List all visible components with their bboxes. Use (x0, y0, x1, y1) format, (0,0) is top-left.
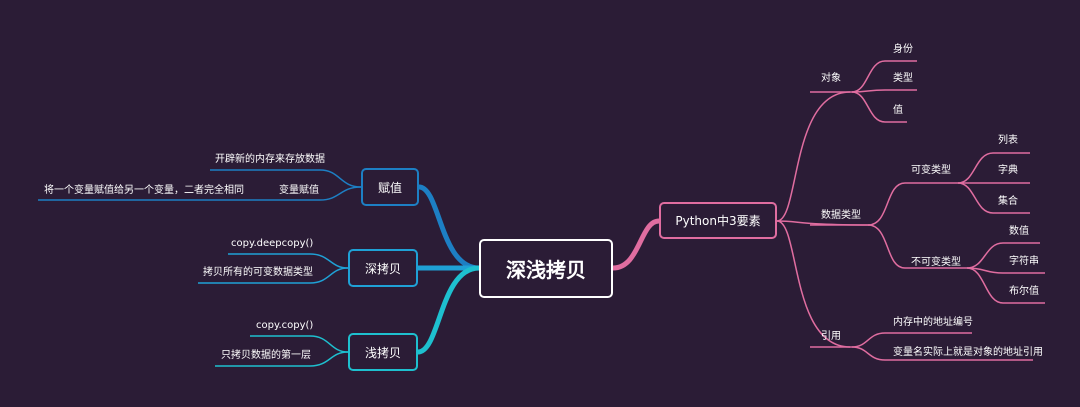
deepcopy-description-label: 拷贝所有的可变数据类型 (203, 267, 313, 278)
type-label: 类型 (893, 73, 913, 84)
set-label: 集合 (998, 196, 1018, 207)
assign-description-label: 将一个变量赋值给另一个变量，二者完全相同 (44, 185, 244, 196)
deep-copy-node: 深拷贝 (348, 249, 418, 287)
variable-reference-label: 变量名实际上就是对象的地址引用 (893, 347, 1043, 358)
immutable-type-label: 不可变类型 (911, 257, 961, 268)
python-three-elements-node: Python中3要素 (659, 202, 777, 239)
datatype-label: 数据类型 (821, 210, 861, 221)
identity-label: 身份 (893, 44, 913, 55)
copy-function-label: copy.copy() (256, 320, 314, 331)
object-label: 对象 (821, 73, 841, 84)
dict-label: 字典 (998, 165, 1018, 176)
assign-new-memory-label: 开辟新的内存来存放数据 (215, 154, 325, 165)
boolean-label: 布尔值 (1009, 286, 1039, 297)
mutable-type-label: 可变类型 (911, 165, 951, 176)
list-label: 列表 (998, 135, 1018, 146)
central-node: 深浅拷贝 (479, 239, 613, 298)
shallow-copy-node: 浅拷贝 (348, 333, 418, 371)
memory-address-label: 内存中的地址编号 (893, 317, 973, 328)
reference-label: 引用 (821, 331, 841, 342)
shallow-copy-description-label: 只拷贝数据的第一层 (221, 350, 311, 361)
value-label: 值 (893, 105, 903, 116)
variable-assign-label: 变量赋值 (279, 185, 319, 196)
string-label: 字符串 (1009, 256, 1039, 267)
assignment-node: 赋值 (361, 168, 419, 206)
number-label: 数值 (1009, 226, 1029, 237)
deepcopy-function-label: copy.deepcopy() (231, 238, 314, 249)
